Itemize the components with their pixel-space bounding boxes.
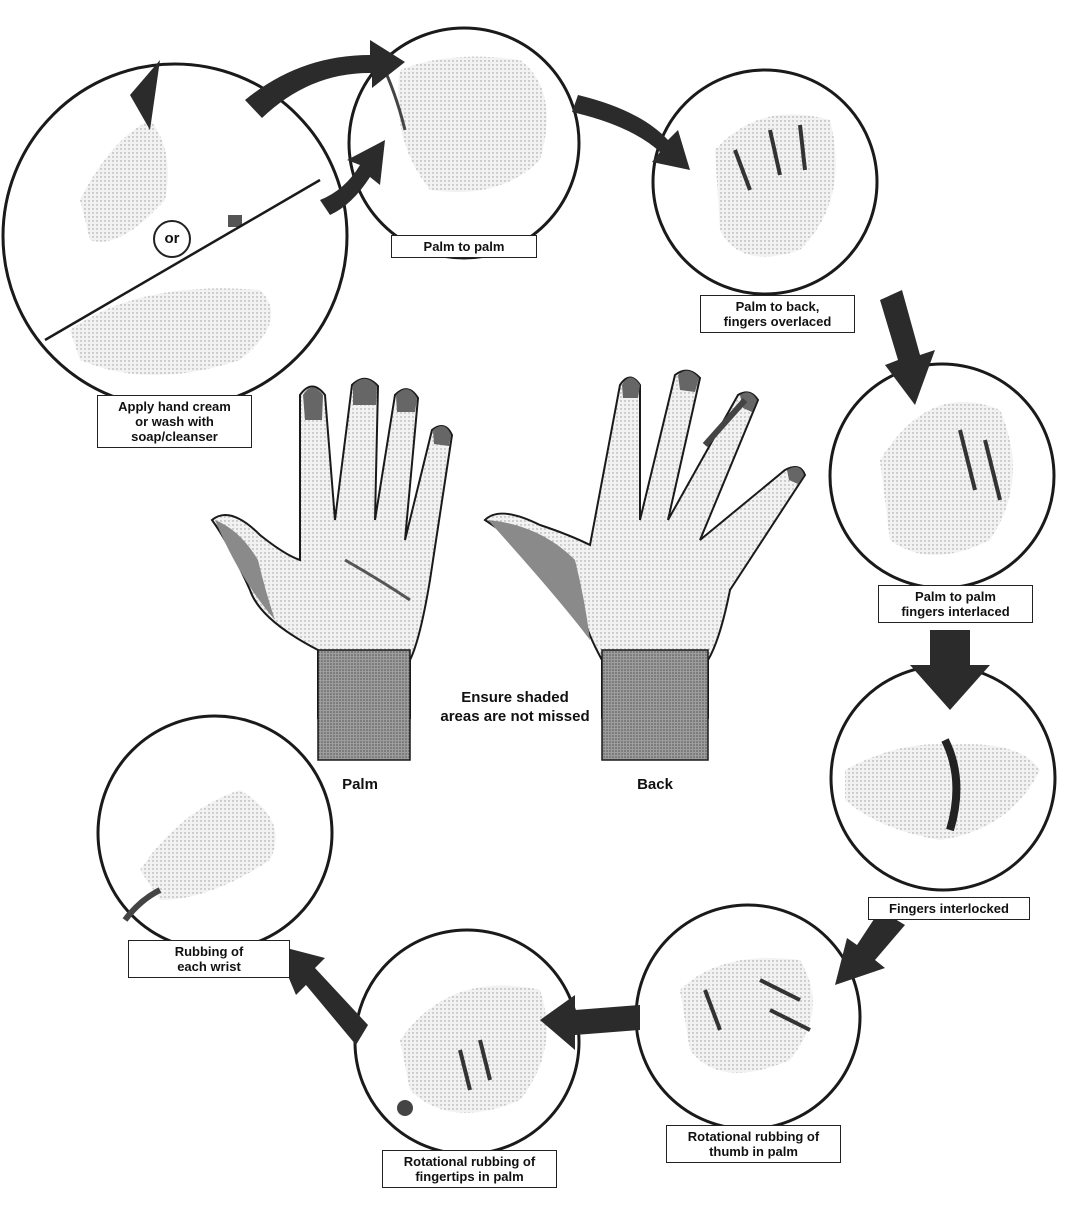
palm-label: Palm — [320, 775, 400, 794]
arrow-interlocked-to-thumb — [835, 910, 905, 985]
caption-line: Rubbing of — [133, 944, 285, 959]
caption-line: Rotational rubbing of — [671, 1129, 836, 1144]
caption-line: Palm to palm — [396, 239, 532, 254]
caption-line: fingertips in palm — [387, 1169, 552, 1184]
caption-palm-to-palm: Palm to palm — [391, 235, 537, 258]
shaded-areas-note: Ensure shaded areas are not missed — [420, 688, 610, 726]
caption-line: Fingers interlocked — [873, 901, 1025, 916]
caption-palm-to-back: Palm to back, fingers overlaced — [700, 295, 855, 333]
caption-line: fingers interlaced — [883, 604, 1028, 619]
step-circle-thumb — [636, 905, 860, 1129]
step-circle-palm-to-back — [653, 70, 877, 294]
caption-palm-fingers-interlaced: Palm to palm fingers interlaced — [878, 585, 1033, 623]
caption-line: fingers overlaced — [705, 314, 850, 329]
caption-fingers-interlocked: Fingers interlocked — [868, 897, 1030, 920]
caption-line: Palm to back, — [705, 299, 850, 314]
note-line: areas are not missed — [420, 707, 610, 726]
caption-wrist: Rubbing of each wrist — [128, 940, 290, 978]
caption-thumb: Rotational rubbing of thumb in palm — [666, 1125, 841, 1163]
note-line: Ensure shaded — [420, 688, 610, 707]
caption-apply: Apply hand cream or wash with soap/clean… — [97, 395, 252, 448]
caption-line: or wash with — [102, 414, 247, 429]
caption-line: soap/cleanser — [102, 429, 247, 444]
or-badge: or — [153, 220, 191, 258]
step-circle-palm-fingers-interlaced — [830, 364, 1054, 588]
step-circle-wrist — [98, 716, 332, 950]
caption-line: Apply hand cream — [102, 399, 247, 414]
caption-line: each wrist — [133, 959, 285, 974]
caption-fingertips: Rotational rubbing of fingertips in palm — [382, 1150, 557, 1188]
caption-line: Rotational rubbing of — [387, 1154, 552, 1169]
caption-line: Palm to palm — [883, 589, 1028, 604]
caption-line: thumb in palm — [671, 1144, 836, 1159]
back-label: Back — [615, 775, 695, 794]
step-circle-fingertips — [355, 930, 579, 1154]
